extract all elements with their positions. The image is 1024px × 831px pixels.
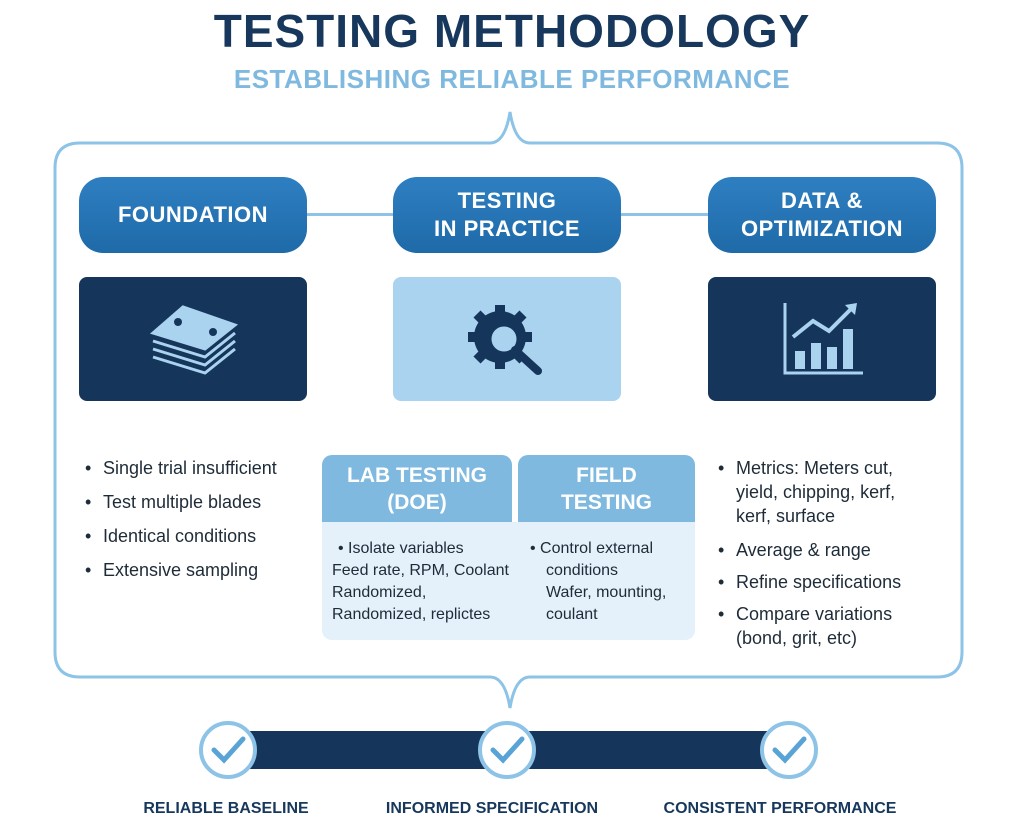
connector-line [306, 213, 394, 216]
outcome-label: INFORMED SPECIFICATION [385, 800, 599, 817]
foundation-icon-box [79, 277, 307, 401]
bar-chart-trend-icon [783, 303, 863, 375]
text-line: • Control external [530, 540, 653, 557]
bullet-item: Test multiple blades [83, 490, 277, 514]
stacked-blades-icon [149, 305, 239, 375]
stage-data: DATA & OPTIMIZATION [708, 177, 936, 253]
stage-label: DATA & [780, 188, 864, 213]
check-icon [199, 721, 257, 779]
page-subtitle: ESTABLISHING RELIABLE PERFORMANCE [233, 64, 791, 94]
stage-testing: TESTING IN PRACTICE [393, 177, 621, 253]
stage-label: TESTING [457, 188, 557, 213]
text-line: Randomized, replictes [332, 606, 491, 623]
testing-details-panel [322, 522, 695, 640]
text-line: Randomized, [332, 584, 427, 601]
field-testing-text: • Control external conditions Wafer, mou… [530, 538, 666, 626]
lab-title: LAB TESTING [347, 464, 487, 487]
outcome-label: CONSISTENT PERFORMANCE [663, 800, 897, 817]
field-testing-header: FIELD TESTING [518, 455, 695, 522]
bullet-item: Refine specifications [716, 570, 931, 594]
text-line: conditions [546, 562, 619, 579]
bullet-item: Compare variations (bond, grit, etc) [716, 602, 931, 650]
bullet-item: Extensive sampling [83, 558, 277, 582]
gear-magnifier-icon [468, 305, 542, 375]
text-line: Feed rate, RPM, Coolant [332, 562, 509, 579]
data-icon-box [708, 277, 936, 401]
milestones [199, 721, 818, 779]
lab-testing-text: • Isolate variables Feed rate, RPM, Cool… [332, 538, 509, 626]
lab-title: (DOE) [387, 491, 447, 514]
bullet-item: Average & range [716, 538, 931, 562]
connector-line [620, 213, 709, 216]
stage-label: OPTIMIZATION [740, 216, 904, 241]
page-title: TESTING METHODOLOGY [213, 5, 811, 57]
field-title: FIELD [576, 464, 637, 487]
bullet-item: Identical conditions [83, 524, 277, 548]
foundation-bullets: Single trial insufficient Test multiple … [83, 456, 277, 582]
bullet-item: Single trial insufficient [83, 456, 277, 480]
text-line: coulant [546, 606, 598, 623]
stage-foundation: FOUNDATION [79, 177, 307, 253]
bullet-item: Metrics: Meters cut, yield, chipping, ke… [716, 456, 931, 528]
field-title: TESTING [560, 491, 652, 514]
lab-testing-header: LAB TESTING (DOE) [322, 455, 512, 522]
testing-icon-box [393, 277, 621, 401]
outcome-label: RELIABLE BASELINE [143, 800, 309, 817]
stage-label: IN PRACTICE [433, 216, 581, 241]
data-bullets: Metrics: Meters cut, yield, chipping, ke… [716, 456, 931, 650]
text-line: • Isolate variables [338, 540, 464, 557]
text-line: Wafer, mounting, [546, 584, 667, 601]
stage-label: FOUNDATION [117, 202, 269, 227]
check-icon [760, 721, 818, 779]
check-icon [478, 721, 536, 779]
